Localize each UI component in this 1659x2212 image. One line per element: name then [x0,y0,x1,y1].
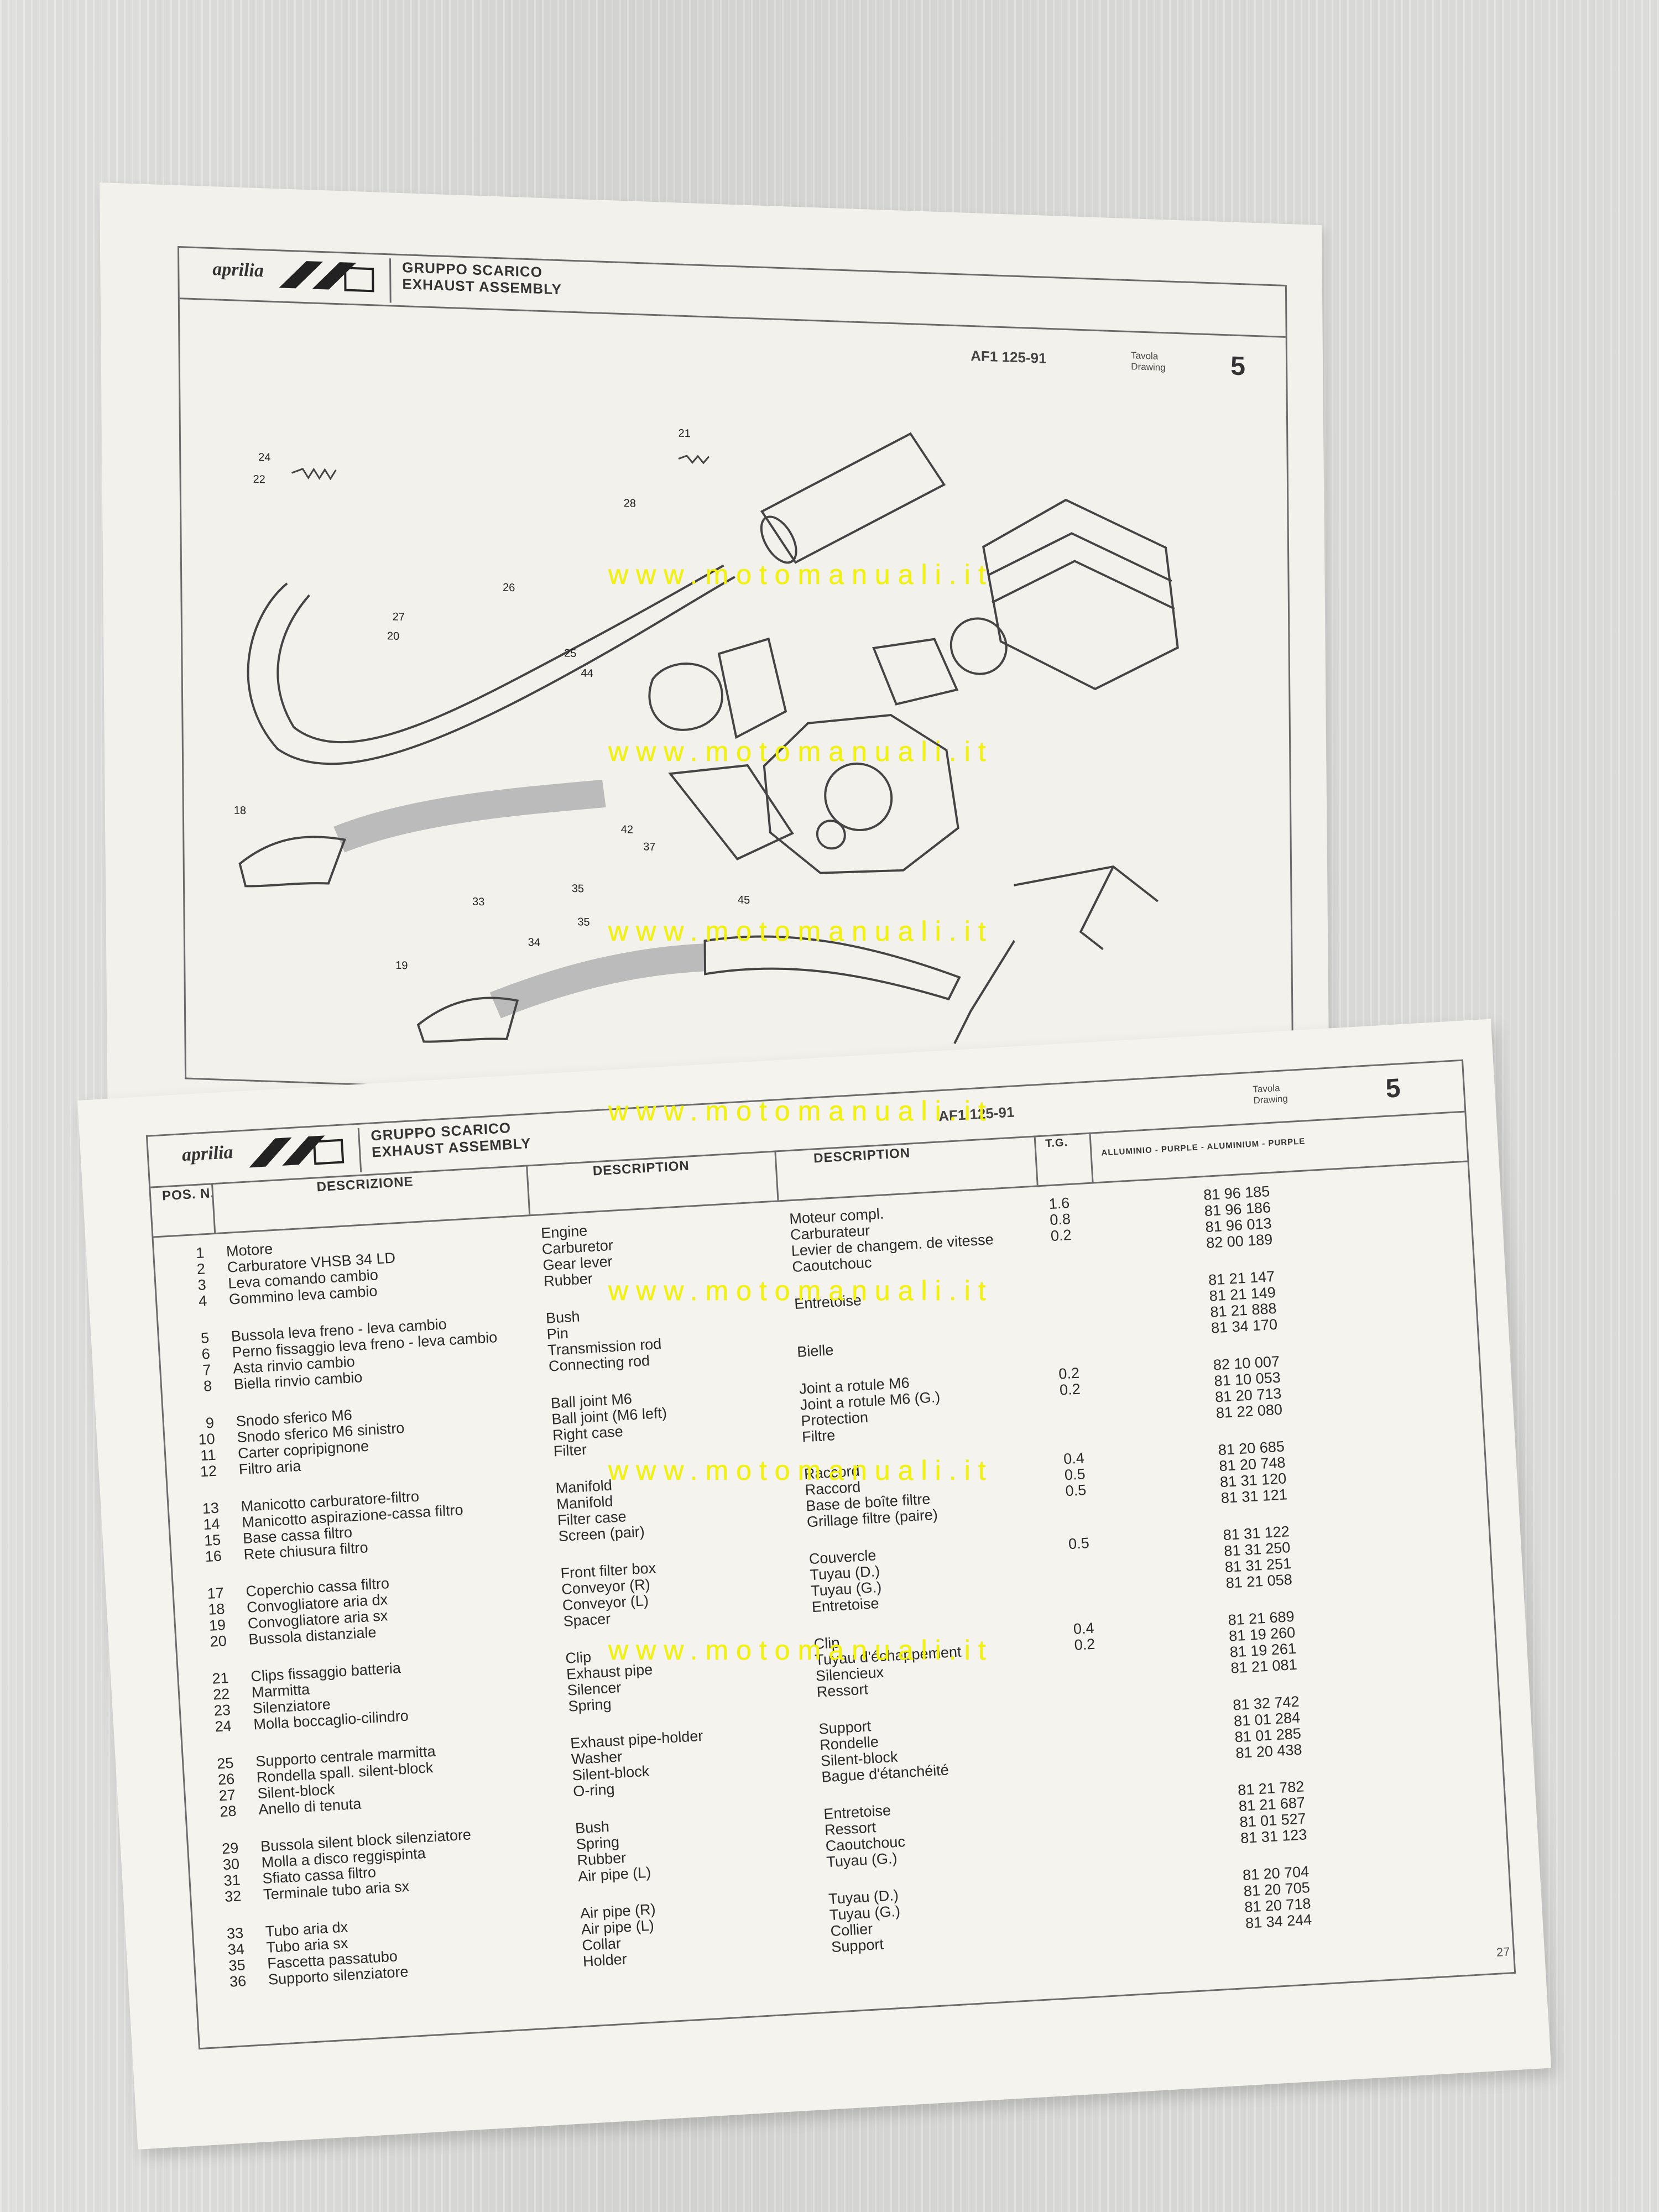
part-desc-fr: Bielle [796,1342,834,1360]
part-desc-en: Holder [582,1950,628,1970]
brand-mark-icon-bottom [249,1135,345,1168]
part-pos: 24 [214,1717,232,1735]
brand-logo: aprilia [212,259,264,281]
part-desc-en: Air pipe (L) [577,1864,651,1885]
part-tg: 0.8 [1049,1211,1071,1229]
part-code: 82 00 189 [1206,1231,1274,1251]
callout-25: 25 [564,647,576,660]
callout-37: 37 [643,841,655,853]
callout-18: 18 [234,805,246,817]
silencer-drawing [760,432,946,564]
part-pos: 28 [219,1802,237,1820]
part-code: 81 20 438 [1235,1741,1303,1762]
callout-19: 19 [395,959,408,972]
callout-26: 26 [503,582,515,594]
air-hose-right-drawing [333,779,606,853]
part-code: 81 31 123 [1240,1826,1308,1847]
part-tg: 1.6 [1048,1194,1071,1213]
callout-20: 20 [387,630,399,643]
part-code: 81 21 081 [1230,1656,1298,1677]
part-desc-fr: Filtre [801,1427,836,1446]
part-desc-en: Rubber [543,1270,593,1290]
air-hose-left-drawing [489,943,707,1019]
drawing-label-bottom: Tavola Drawing [1253,1082,1288,1107]
parts-list-title: GRUPPO SCARICO EXHAUST ASSEMBLY [357,1118,533,1172]
part-desc-en: O-ring [572,1781,615,1800]
part-pos: 4 [198,1292,208,1310]
watermark-text: www.motomanuali.it [608,1455,994,1486]
part-code: 81 31 121 [1220,1486,1288,1507]
drawing-number-bottom: 5 [1385,1073,1401,1104]
gear-lever-drawing [1014,865,1159,950]
part-pos: 16 [204,1547,222,1566]
callout-34: 34 [528,936,540,949]
callout-22: 22 [253,473,265,486]
part-tg: 0.4 [1063,1449,1085,1468]
part-code: 81 34 244 [1245,1911,1312,1932]
watermark-text: www.motomanuali.it [608,736,994,767]
callout-45: 45 [738,894,750,906]
part-tg: 0.5 [1064,1465,1086,1484]
callout-44: 44 [581,667,593,680]
airbox-drawing [982,498,1179,691]
watermark-text: www.motomanuali.it [608,1095,994,1126]
col-head-pos: POS. N. [161,1186,215,1204]
part-desc-en: Pin [546,1324,569,1343]
callout-33: 33 [472,896,484,909]
part-tg: 0.2 [1073,1635,1096,1653]
part-tg: 0.5 [1065,1481,1087,1500]
part-tg: 0.5 [1068,1535,1090,1553]
drawing-label-en-bottom: Drawing [1253,1093,1288,1106]
callout-24: 24 [258,451,270,464]
part-tg: 0.4 [1073,1619,1095,1637]
diagram-header: aprilia GRUPPO SCARICO EXHAUST ASSEMBLY [179,248,1286,338]
diagram-page: aprilia GRUPPO SCARICO EXHAUST ASSEMBLY … [100,182,1330,1155]
callout-21: 21 [679,427,691,440]
part-pos: 12 [200,1462,217,1480]
part-desc-fr: Tuyau (G.) [826,1849,898,1871]
part-code: 81 22 080 [1215,1401,1283,1422]
part-tg: 0.2 [1050,1226,1072,1245]
part-code: 81 21 058 [1225,1571,1293,1592]
exhaust-pipe-drawing [247,576,735,765]
part-pos: 36 [229,1973,247,1990]
diagram-frame: aprilia GRUPPO SCARICO EXHAUST ASSEMBLY … [177,246,1297,1118]
parts-list-page: aprilia GRUPPO SCARICO EXHAUST ASSEMBLY … [77,1019,1552,2150]
part-code: 81 34 170 [1211,1316,1278,1337]
part-desc-fr: Support [831,1936,884,1956]
parts-list-frame: aprilia GRUPPO SCARICO EXHAUST ASSEMBLY … [145,1059,1516,2050]
part-pos: 8 [203,1377,212,1395]
watermark-text: www.motomanuali.it [608,1275,994,1306]
callout-42: 42 [621,823,633,836]
carburetor-drawing [872,638,959,706]
part-pos: 32 [224,1887,242,1906]
callout-35a: 35 [572,883,584,895]
diagram-title: GRUPPO SCARICO EXHAUST ASSEMBLY [389,258,562,309]
engine-drawing [763,713,959,874]
part-desc-en: Filter [553,1441,587,1460]
watermark-text: www.motomanuali.it [608,559,994,590]
part-desc-fr: Ressort [816,1681,869,1700]
part-desc-fr: Entretoise [811,1595,880,1616]
part-desc-en: Spring [567,1695,612,1715]
brand-mark-icon [279,261,374,293]
callout-35b: 35 [577,916,589,928]
parts-list-header: aprilia GRUPPO SCARICO EXHAUST ASSEMBLY … [147,1061,1465,1188]
callout-27: 27 [393,611,405,624]
part-pos: 20 [209,1632,227,1650]
callout-28: 28 [624,497,636,510]
page-number-bottom: 27 [1496,1944,1511,1959]
brand-logo-bottom: aprilia [181,1141,234,1166]
part-desc-en: Spacer [562,1610,611,1630]
part-tg: 0.2 [1059,1380,1081,1399]
watermark-text: www.motomanuali.it [608,916,994,947]
part-tg: 0.2 [1058,1364,1080,1383]
part-desc-it: Filtro aria [238,1457,302,1478]
watermark-text: www.motomanuali.it [608,1635,994,1666]
exhaust-exploded-diagram: 24 22 26 27 20 25 18 33 35 34 35 19 42 3… [234,427,1179,1045]
col-head-tg: T.G. [1045,1136,1068,1150]
